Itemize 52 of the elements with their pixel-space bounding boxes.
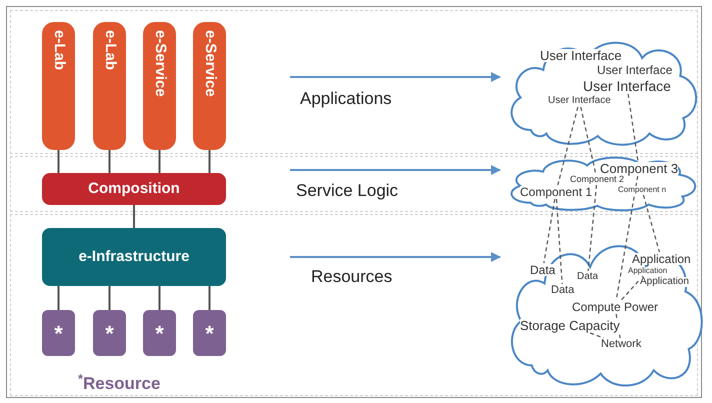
cloud-item-text: Data (530, 264, 556, 276)
resource-box: * (143, 310, 176, 356)
cloud-item-text: User Interface (540, 49, 622, 62)
dashed-line (543, 198, 556, 264)
cloud-item-text: Compute Power (572, 301, 658, 313)
connector-line (108, 286, 110, 310)
cloud-item-text: Data (577, 272, 598, 282)
service-pill: e-Service (193, 22, 226, 150)
cloud-item-text: Component n (618, 186, 666, 194)
dashed-line (628, 94, 639, 162)
dashed-line (590, 332, 604, 339)
dashed-line (616, 176, 638, 300)
arrow (290, 165, 501, 175)
cloud-item-text: Storage Capacity (520, 319, 620, 332)
cloud-item-text: Data (551, 285, 574, 296)
connector-line (58, 150, 60, 173)
dashed-line (557, 106, 578, 186)
cloud-item-text: Application (640, 277, 689, 287)
edge-label: Resources (311, 266, 392, 288)
connector-line (208, 286, 210, 310)
dashed-line (642, 194, 660, 252)
service-pill: e-Lab (93, 22, 126, 150)
connector-line (158, 286, 160, 310)
edge-label: Service Logic (296, 180, 398, 202)
dashed-line (556, 198, 563, 284)
cloud-item-text: User Interface (583, 79, 671, 93)
dashed-line (580, 106, 596, 174)
cloud-item-text: Component 1 (520, 186, 592, 198)
edge-label: Applications (300, 88, 392, 110)
resource-box: * (42, 310, 75, 356)
cloud-item-text: User Interface (548, 96, 611, 106)
connector-line (158, 150, 160, 173)
cloud-item-text: Application (632, 253, 691, 265)
arrow (290, 252, 501, 262)
infrastructure-box: e-Infrastructure (42, 228, 226, 286)
service-pill: e-Service (143, 22, 176, 150)
cloud-item-text: Application (628, 267, 668, 275)
cloud-item-text: Component 3 (600, 162, 678, 175)
cloud-item-text: Network (601, 339, 642, 350)
resource-box: * (93, 310, 126, 356)
connector-line (108, 150, 110, 173)
dashed-line (620, 276, 644, 300)
connector-line (58, 286, 60, 310)
footnote-label: $^{*}$Resource (78, 371, 160, 395)
connector-line (133, 205, 135, 228)
composition-bar: Composition (42, 173, 226, 205)
connector-line (208, 150, 210, 173)
resource-box: * (193, 310, 226, 356)
cloud-item-text: User Interface (597, 64, 672, 76)
cloud-item-text: Component 2 (570, 175, 624, 184)
arrow (290, 72, 501, 82)
service-pill: e-Lab (42, 22, 75, 150)
